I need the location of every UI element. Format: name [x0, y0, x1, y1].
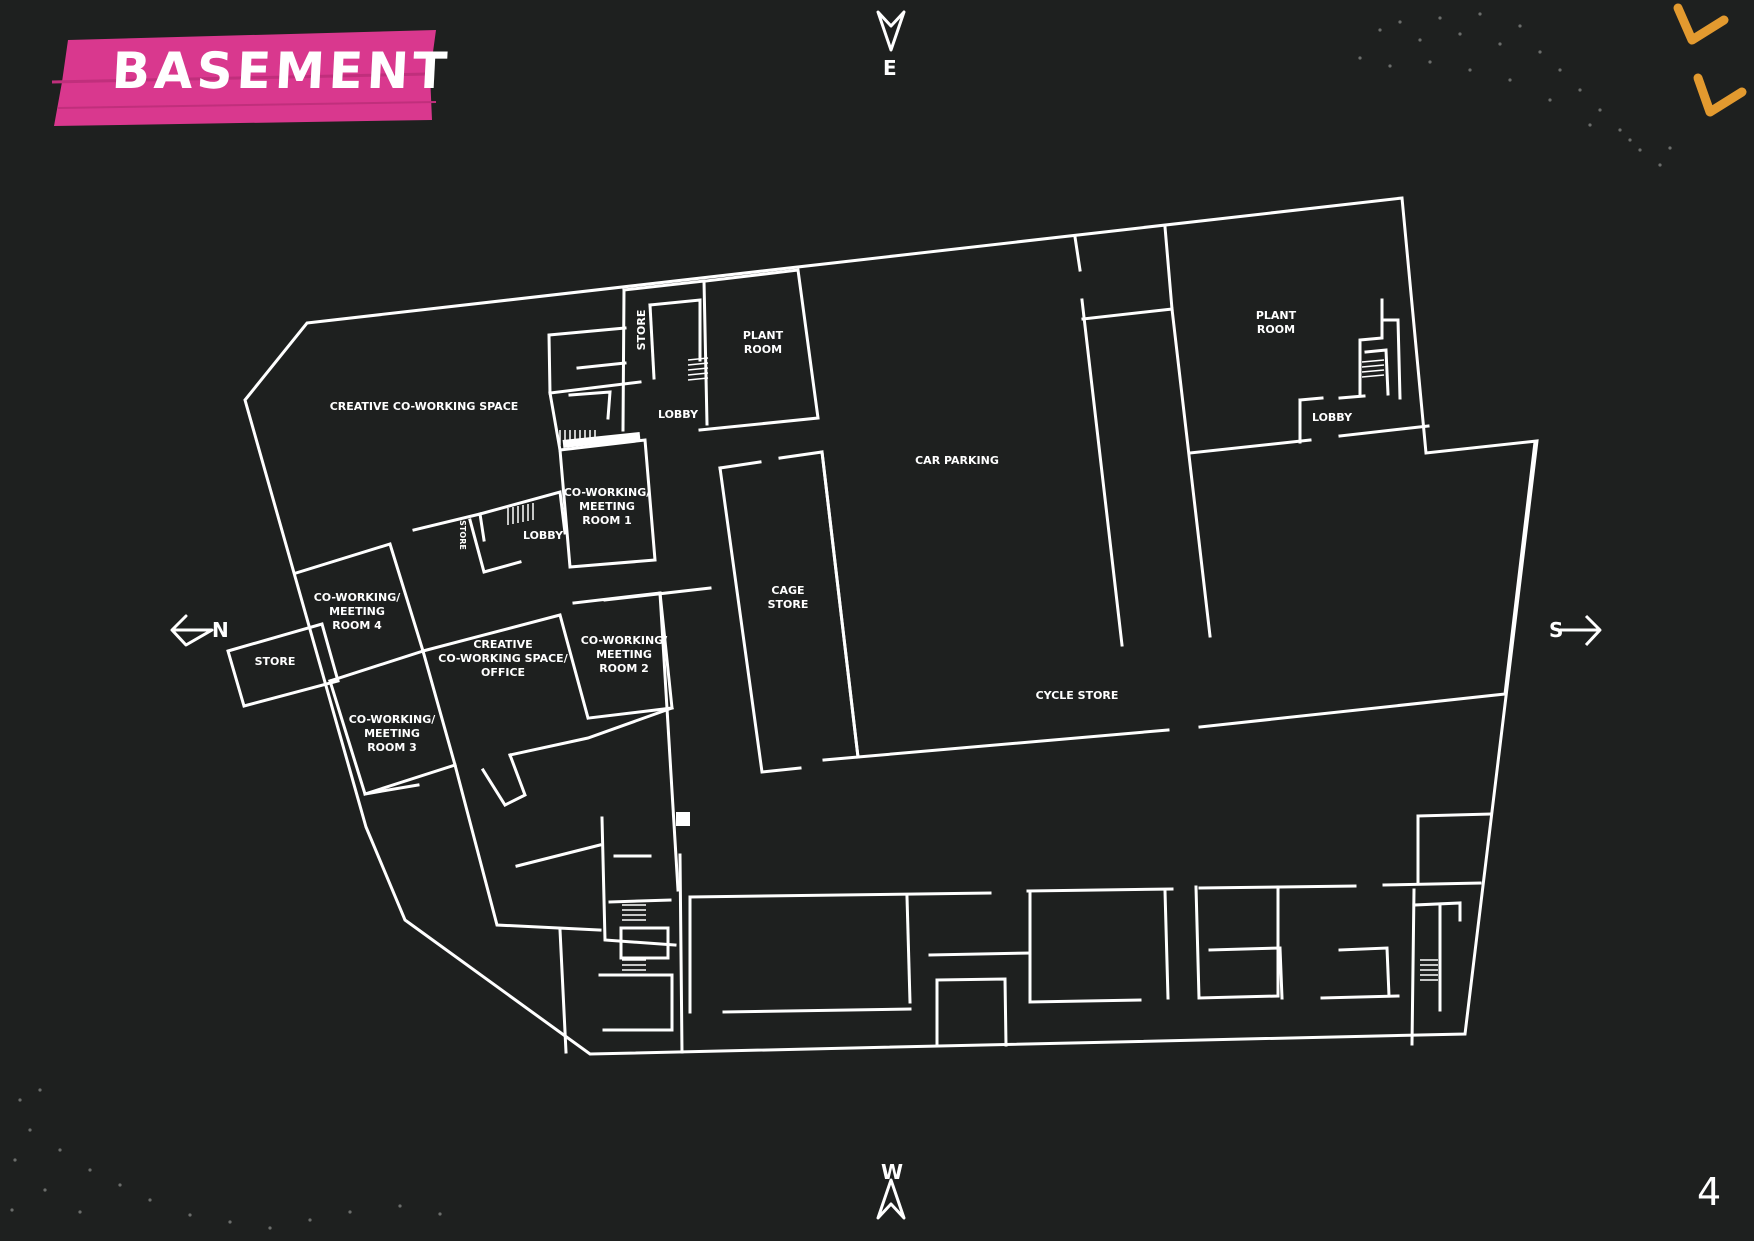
room-store-left: STORE: [254, 655, 296, 668]
column-marker: [676, 812, 690, 826]
room-car-parking: CAR PARKING: [915, 454, 999, 467]
building-outline: [243, 196, 1539, 1056]
room-meeting-room-1: CO-WORKING/ MEETING ROOM 1: [563, 486, 651, 527]
room-plant-room-2: PLANT ROOM: [1255, 309, 1297, 336]
room-creative-office: CREATIVE CO-WORKING SPACE/ OFFICE: [438, 638, 568, 679]
arrow-west-icon: [876, 1178, 906, 1220]
decorative-dots-top-right: [1358, 12, 1672, 167]
room-plant-room-1: PLANT ROOM: [742, 329, 784, 356]
compass-west-label: W: [881, 1160, 904, 1184]
compass-south-label: S: [1549, 618, 1564, 642]
floor-plan-walls: [226, 196, 1539, 1056]
arrow-north-icon: [170, 614, 214, 647]
compass-arrows: [170, 10, 1602, 1220]
room-meeting-room-2: CO-WORKING/ MEETING ROOM 2: [580, 634, 668, 675]
compass-east-label: E: [883, 56, 897, 80]
room-store-top: STORE: [635, 309, 648, 351]
decorative-dots-bottom-left: [10, 1088, 442, 1230]
header-banner: [51, 30, 437, 126]
stair-hatching: [507, 357, 1438, 981]
compass-north-label: N: [212, 618, 229, 642]
accent-marks: [1673, 3, 1747, 117]
page-title: BASEMENT: [110, 42, 453, 100]
room-cage-store: CAGE STORE: [767, 584, 809, 611]
arrow-east-icon: [876, 10, 906, 52]
arrow-south-icon: [1560, 614, 1602, 647]
page-number: 4: [1697, 1170, 1722, 1214]
room-creative-coworking-space: CREATIVE CO-WORKING SPACE: [329, 400, 519, 413]
room-cycle-store: CYCLE STORE: [1035, 689, 1119, 702]
room-meeting-room-4: CO-WORKING/ MEETING ROOM 4: [313, 591, 401, 632]
room-lobby-1: LOBBY: [657, 408, 699, 421]
room-meeting-room-3: CO-WORKING/ MEETING ROOM 3: [348, 713, 436, 754]
room-store-small: STORE: [458, 520, 467, 550]
room-lobby-2: LOBBY: [1311, 411, 1353, 424]
room-lobby-3: LOBBY: [522, 529, 564, 542]
